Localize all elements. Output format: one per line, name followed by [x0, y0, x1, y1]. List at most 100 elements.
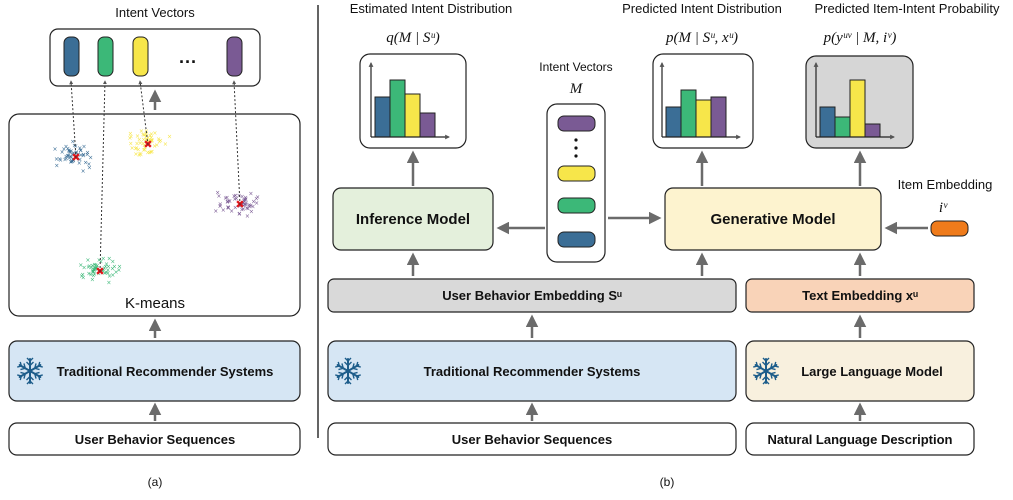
svg-text:×: × — [231, 193, 236, 200]
nl-description-label: Natural Language Description — [768, 432, 953, 447]
intent-vector-purple-b — [557, 115, 596, 132]
svg-text:×: × — [146, 141, 151, 148]
histogram-bar — [834, 116, 851, 138]
svg-text:×: × — [167, 134, 172, 141]
svg-text:×: × — [58, 157, 63, 164]
svg-text:×: × — [144, 136, 149, 143]
svg-text:×: × — [239, 202, 244, 209]
llm-label: Large Language Model — [801, 364, 943, 379]
svg-text:×: × — [251, 199, 256, 206]
svg-text:×: × — [139, 128, 144, 135]
svg-text:×: × — [104, 270, 109, 277]
svg-text:×: × — [233, 204, 238, 211]
svg-text:×: × — [158, 138, 163, 145]
svg-text:×: × — [237, 203, 242, 210]
svg-text:×: × — [93, 265, 98, 272]
intent-vector-yellow-b — [557, 165, 596, 182]
svg-text:×: × — [148, 133, 153, 140]
svg-text:×: × — [66, 152, 71, 159]
svg-text:×: × — [86, 264, 91, 271]
svg-text:×: × — [102, 265, 107, 272]
svg-text:×: × — [94, 265, 99, 272]
svg-text:×: × — [81, 152, 86, 159]
svg-text:×: × — [71, 157, 76, 164]
svg-text:×: × — [77, 156, 82, 163]
predicted-title: Predicted Intent Distribution — [622, 1, 782, 16]
svg-text:×: × — [242, 196, 247, 203]
item-embedding-title: Item Embedding — [898, 177, 993, 192]
svg-text:×: × — [244, 202, 249, 209]
svg-text:×: × — [64, 153, 69, 160]
svg-text:×: × — [71, 150, 76, 157]
svg-text:×: × — [255, 194, 260, 201]
svg-text:×: × — [218, 201, 223, 208]
caption-b: (b) — [660, 475, 675, 489]
svg-text:×: × — [232, 196, 237, 203]
snowflake-icon — [753, 357, 779, 385]
svg-text:×: × — [71, 157, 76, 164]
panel-a: Intent Vectors ··· ×××××××××××××××××××××… — [8, 5, 301, 489]
svg-text:×: × — [215, 190, 220, 197]
recsys-label-a: Traditional Recommender Systems — [57, 364, 274, 379]
svg-text:×: × — [95, 262, 100, 269]
svg-text:×: × — [133, 151, 138, 158]
svg-text:×: × — [94, 265, 99, 272]
svg-text:×: × — [78, 147, 83, 154]
svg-text:×: × — [146, 134, 151, 141]
intent-vector-green — [97, 36, 114, 77]
svg-text:×: × — [226, 198, 231, 205]
svg-text:×: × — [87, 164, 92, 171]
svg-text:×: × — [149, 138, 154, 145]
svg-text:×: × — [66, 148, 71, 155]
svg-text:×: × — [54, 162, 59, 169]
svg-text:×: × — [112, 263, 117, 270]
text-embedding-box — [745, 278, 975, 313]
intent-vectors-title: Intent Vectors — [115, 5, 195, 20]
svg-text:×: × — [250, 203, 255, 210]
svg-text:×: × — [91, 272, 96, 279]
svg-text:×: × — [96, 271, 101, 278]
svg-text:×: × — [240, 200, 245, 207]
svg-text:×: × — [88, 154, 93, 161]
svg-text:×: × — [76, 151, 81, 158]
svg-text:×: × — [241, 199, 246, 206]
svg-text:×: × — [92, 262, 97, 269]
item-embedding-vector — [930, 220, 969, 237]
user-embedding-label: User Behavior Embedding Sᵘ — [442, 288, 622, 303]
estimated-title: Estimated Intent Distribution — [350, 1, 513, 16]
item-prob-formula: p(yᵘᵛ | M, iᵛ) — [823, 30, 897, 46]
svg-text:×: × — [239, 200, 244, 207]
svg-text:×: × — [85, 152, 90, 159]
svg-text:×: × — [213, 208, 218, 215]
svg-text:×: × — [70, 159, 75, 166]
svg-text:×: × — [148, 138, 153, 145]
text-embedding-label: Text Embedding xᵘ — [802, 288, 918, 303]
svg-text:×: × — [65, 153, 70, 160]
sequences-label-a: User Behavior Sequences — [75, 432, 235, 447]
svg-text:×: × — [62, 157, 67, 164]
svg-text:×: × — [73, 143, 78, 150]
svg-text:×: × — [138, 151, 143, 158]
svg-text:×: × — [144, 131, 149, 138]
histogram-bar — [849, 79, 866, 138]
svg-text:×: × — [247, 202, 252, 209]
svg-text:×: × — [57, 156, 62, 163]
intent-vector-blue — [63, 36, 80, 77]
svg-text:×: × — [130, 145, 135, 152]
svg-text:×: × — [98, 259, 103, 266]
recsys-box-a — [8, 340, 301, 402]
svg-text:×: × — [225, 198, 230, 205]
svg-text:×: × — [141, 136, 146, 143]
svg-text:×: × — [90, 269, 95, 276]
svg-text:×: × — [78, 147, 83, 154]
predicted-formula: p(M | Sᵘ, xᵘ) — [665, 30, 738, 46]
svg-text:×: × — [69, 159, 74, 166]
svg-text:×: × — [110, 272, 115, 279]
svg-text:×: × — [254, 200, 259, 207]
svg-text:×: × — [249, 209, 254, 216]
svg-text:×: × — [106, 280, 111, 287]
svg-text:×: × — [81, 168, 86, 175]
kmeans-box — [8, 113, 301, 317]
svg-text:×: × — [60, 149, 65, 156]
svg-text:×: × — [227, 198, 232, 205]
